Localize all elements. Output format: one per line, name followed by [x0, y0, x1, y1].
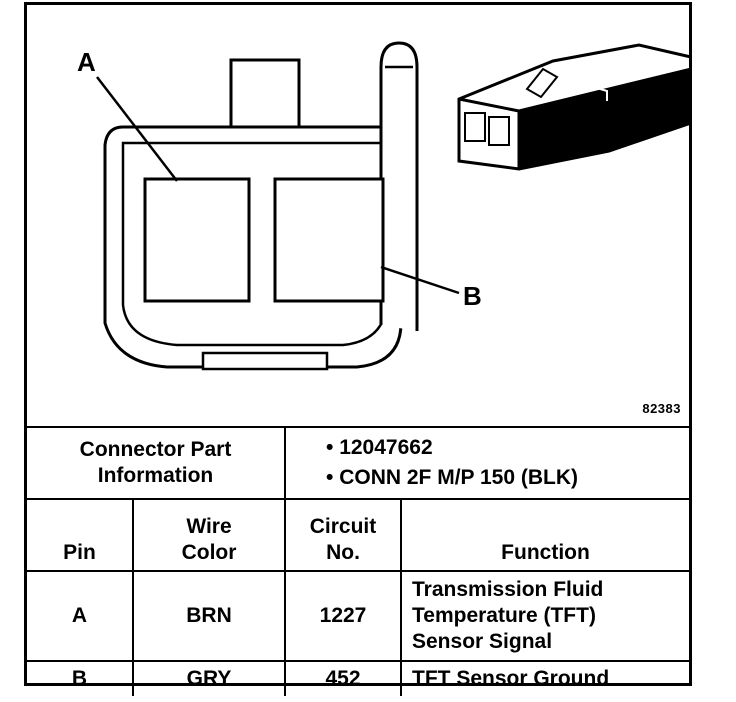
figure-number: 82383	[642, 401, 681, 416]
cell-circuit: 452	[284, 660, 402, 696]
table-row: A BRN 1227 Transmission Fluid Temperatur…	[27, 570, 690, 662]
latch-tab	[229, 58, 301, 132]
cell-function: Transmission Fluid Temperature (TFT) Sen…	[399, 570, 690, 662]
leader-line-b	[380, 265, 460, 295]
cell-wire-color: BRN	[132, 570, 286, 662]
connector-part-number: • 12047662	[326, 436, 433, 459]
connector-info-list: • 12047662 • CONN 2F M/P 150 (BLK)	[283, 426, 690, 500]
connector-iso-view	[457, 43, 689, 171]
table-row: B GRY 452 TFT Sensor Ground	[27, 660, 690, 696]
cell-wire-color: GRY	[132, 660, 286, 696]
pin-label-a: A	[77, 47, 96, 77]
connector-diagram: A B 82383	[27, 5, 689, 425]
leader-line-a	[96, 76, 178, 182]
connector-info-row: Connector Part Information • 12047662 • …	[27, 426, 690, 500]
connector-info-label: Connector Part Information	[27, 426, 286, 500]
header-circuit: Circuit No.	[284, 498, 402, 572]
bottom-key	[201, 351, 329, 371]
header-wire-color: Wire Color	[132, 498, 286, 572]
header-pin: Pin	[27, 498, 134, 572]
cavity-b	[273, 177, 385, 303]
wire-post	[379, 41, 419, 331]
header-function: Function	[399, 498, 690, 572]
cavity-a	[143, 177, 251, 303]
connector-table: Connector Part Information • 12047662 • …	[27, 426, 690, 696]
connector-drawing	[96, 41, 689, 371]
connector-sheet: A B 82383 Connector Part Information • 1…	[24, 2, 692, 696]
connector-description: • CONN 2F M/P 150 (BLK)	[326, 466, 579, 489]
pin-label-b: B	[463, 281, 482, 311]
cell-pin: B	[27, 660, 134, 696]
cell-pin: A	[27, 570, 134, 662]
cell-function: TFT Sensor Ground	[399, 660, 690, 696]
table-header: Pin Wire Color Circuit No. Function	[27, 498, 690, 572]
cell-circuit: 1227	[284, 570, 402, 662]
